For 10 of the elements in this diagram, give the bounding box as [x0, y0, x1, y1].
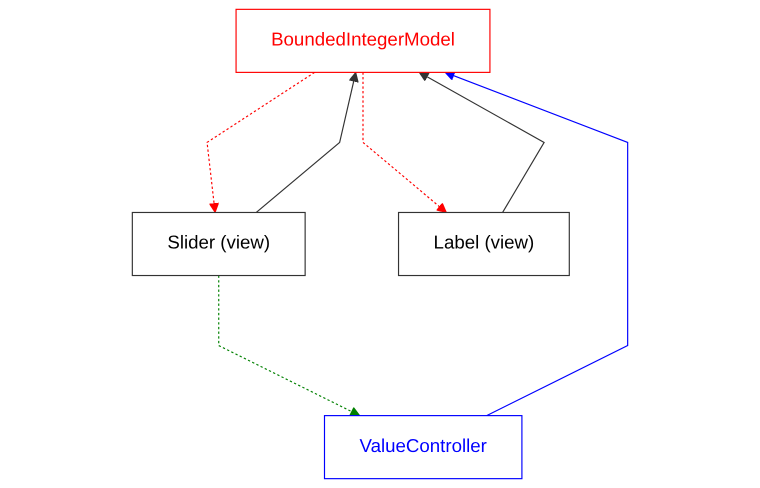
arrow	[444, 70, 628, 416]
node-box: Label (view)	[398, 212, 570, 276]
arrow	[218, 276, 360, 416]
arrow	[362, 72, 447, 213]
arrow	[206, 72, 315, 213]
arrow	[256, 72, 359, 213]
node-box: ValueController	[324, 415, 522, 480]
arrow	[418, 72, 545, 213]
node-box: BoundedIntegerModel	[235, 8, 491, 73]
node-box: Slider (view)	[132, 212, 306, 276]
